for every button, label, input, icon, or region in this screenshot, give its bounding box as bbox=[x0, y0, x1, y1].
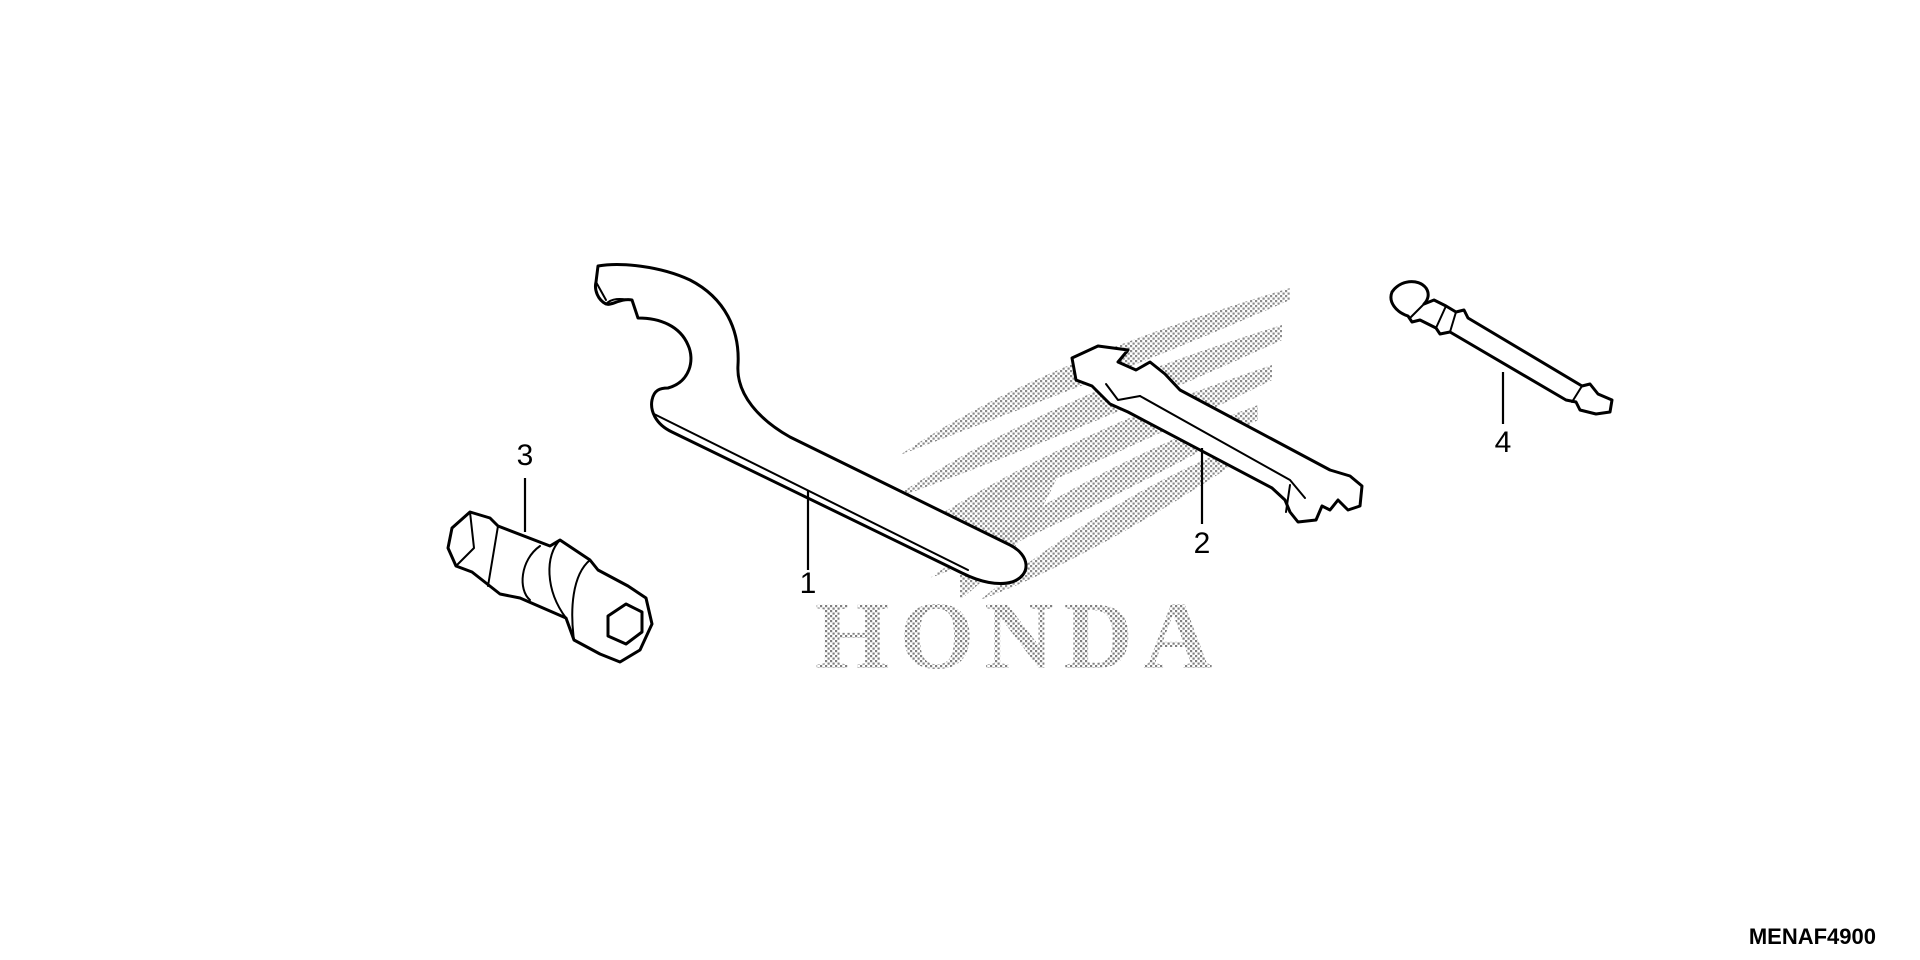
spark-plug-socket-wrench bbox=[446, 510, 654, 664]
callout-number-3: 3 bbox=[517, 439, 534, 472]
diagram-code: MENAF4900 bbox=[1748, 924, 1876, 949]
open-end-wrench bbox=[1070, 344, 1364, 524]
callout-number-1: 1 bbox=[800, 567, 817, 600]
hook-spanner-wrench bbox=[594, 263, 1028, 586]
honda-wordmark-watermark: HONDA bbox=[815, 582, 1222, 689]
callout-number-4: 4 bbox=[1495, 426, 1512, 459]
callout-number-2: 2 bbox=[1194, 527, 1211, 560]
spoke-screwdriver-tool bbox=[1389, 280, 1614, 416]
